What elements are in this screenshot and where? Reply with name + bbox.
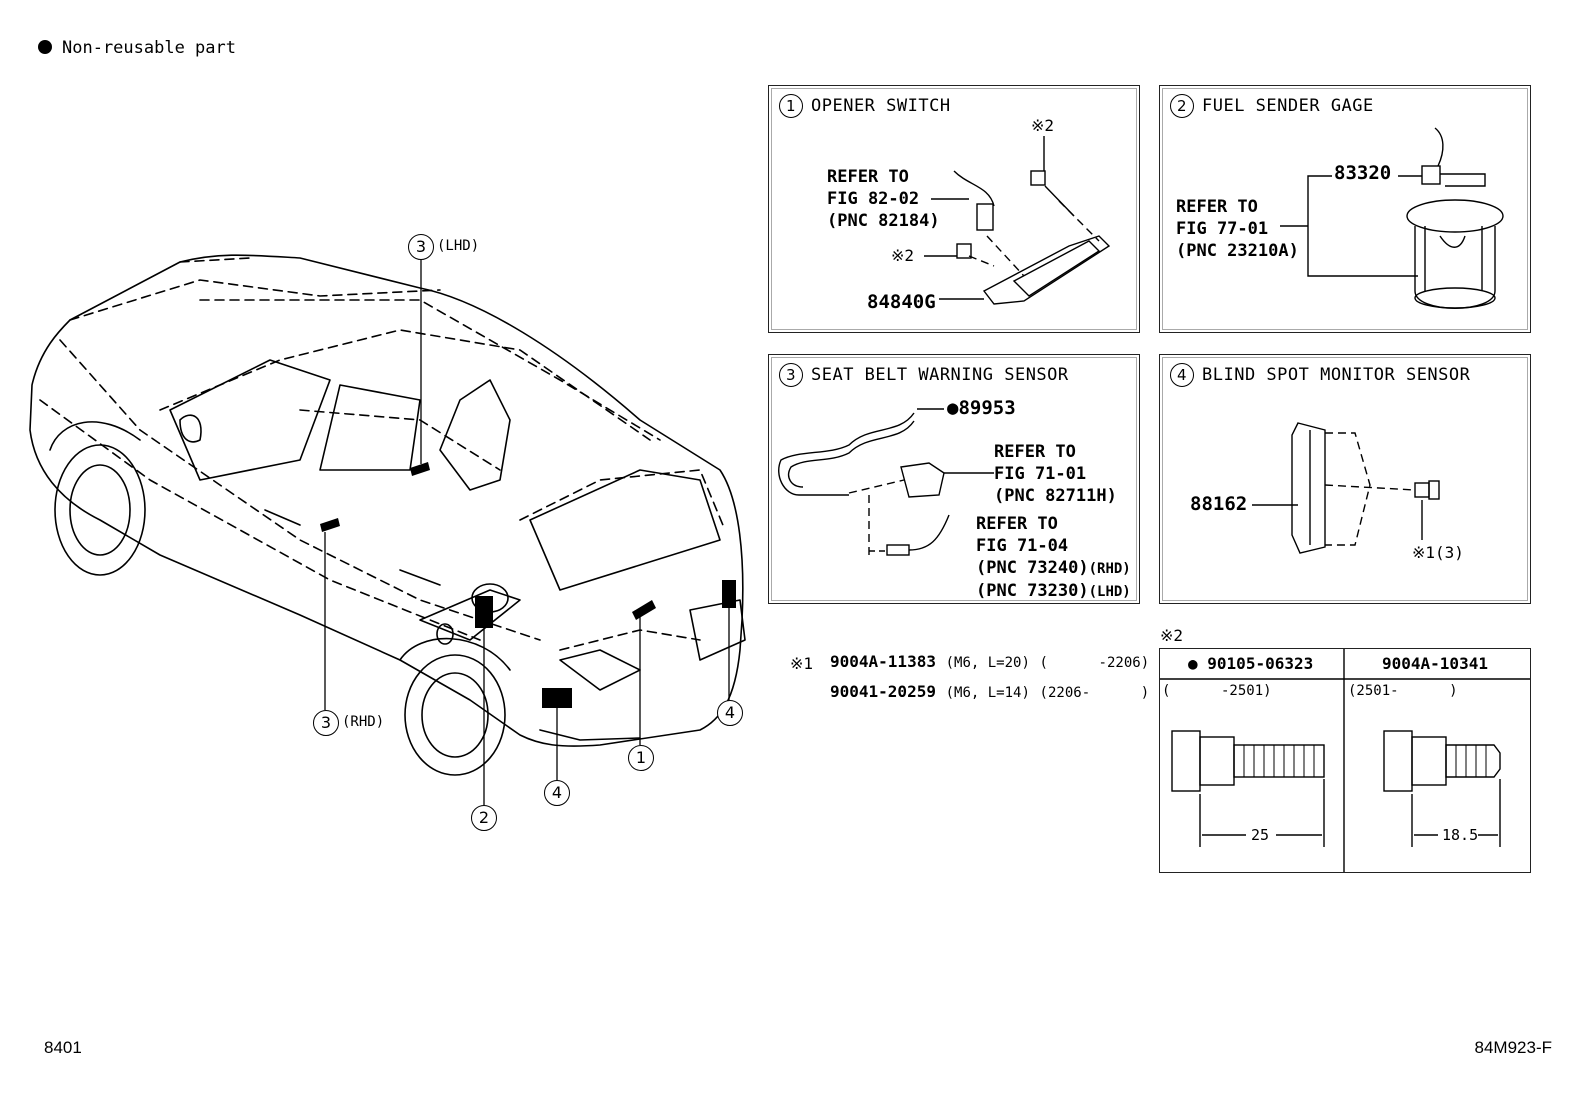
- note1-range: (2206- ): [1039, 685, 1150, 701]
- refer-line: REFER TO: [976, 514, 1058, 534]
- bolt-drawings: [1160, 649, 1530, 872]
- callout-3-lhd-tag: (LHD): [437, 238, 480, 254]
- circled-number-icon: 2: [1170, 94, 1194, 118]
- circled-number-icon: 3: [779, 363, 803, 387]
- note2-col2-range: (2501- ): [1348, 683, 1458, 699]
- footer-illustration-code: 84M923-F: [1474, 1038, 1552, 1057]
- panel-opener-switch: 1 OPENER SWITCH REFER TO FIG 82-02 (PNC 8…: [768, 85, 1140, 333]
- note1-spec: (M6, L=14): [945, 685, 1030, 701]
- rhd-tag: (RHD): [1088, 561, 1131, 577]
- refer-line: FIG 82-02: [827, 189, 920, 209]
- panel-title-text: BLIND SPOT MONITOR SENSOR: [1202, 365, 1471, 385]
- non-reusable-dot-icon: ●: [1188, 654, 1198, 673]
- seat-part-number: 89953: [958, 397, 1016, 419]
- note2-bolt-table: ● 90105-06323 9004A-10341 ( -2501) (2501…: [1159, 648, 1531, 873]
- note1-part: 90041-20259: [830, 682, 936, 701]
- circled-number-icon: 4: [1170, 363, 1194, 387]
- fuel-sender-drawing: [1280, 127, 1504, 309]
- refer-line: (PNC 73230): [976, 581, 1089, 601]
- non-reusable-dot-icon: [38, 40, 52, 54]
- refer-line: (PNC 23210A): [1176, 241, 1299, 261]
- blind-note: ※1(3): [1412, 543, 1464, 562]
- opener-switch-drawing: [924, 136, 1111, 305]
- refer-line: REFER TO: [1176, 197, 1258, 217]
- refer-line: (PNC 73240): [976, 558, 1089, 578]
- note1-row-1: 9004A-11383 (M6, L=20) ( -2206): [830, 652, 1149, 671]
- legend: Non-reusable part: [38, 38, 236, 58]
- panel-opener-title: 1 OPENER SWITCH: [779, 94, 951, 118]
- opener-note-a: ※2: [1031, 116, 1055, 135]
- circled-number-icon: 1: [779, 94, 803, 118]
- opener-refer: REFER TO FIG 82-02 (PNC 82184): [827, 166, 940, 232]
- panel-seat-belt-warning-sensor: 3 SEAT BELT WARNING SENSOR ●89953 REFER T…: [768, 354, 1140, 604]
- panel-title-text: SEAT BELT WARNING SENSOR: [811, 365, 1069, 385]
- panel-fuel-sender-gage: 2 FUEL SENDER GAGE REFER TO FIG 77-01 (PN…: [1159, 85, 1531, 333]
- seat-sensor-drawing: [778, 408, 994, 556]
- panel-title-text: OPENER SWITCH: [811, 96, 951, 116]
- note1-mark: ※1: [790, 654, 814, 673]
- seat-refer-1: REFER TO FIG 71-01 (PNC 82711H): [994, 441, 1117, 507]
- note2-col1-header: ● 90105-06323: [1188, 654, 1313, 673]
- note2-col1-dim: 25: [1251, 826, 1270, 844]
- note2-col2-part: 9004A-10341: [1382, 654, 1488, 673]
- callout-3-rhd: 3: [313, 710, 339, 736]
- seat-refer-2: REFER TO FIG 71-04 (PNC 73240)(RHD) (PNC…: [976, 513, 1131, 603]
- note2-col2-dim: 18.5: [1442, 826, 1479, 844]
- callout-1: 1: [628, 745, 654, 771]
- non-reusable-dot-icon: ●: [947, 397, 959, 419]
- blind-part-number: 88162: [1190, 493, 1248, 515]
- callout-3-lhd: 3: [408, 234, 434, 260]
- note1-part: 9004A-11383: [830, 652, 936, 671]
- refer-line: REFER TO: [827, 167, 909, 187]
- callout-4-left: 4: [544, 780, 570, 806]
- note2-mark: ※2: [1160, 626, 1184, 645]
- seat-part: ●89953: [947, 397, 1016, 419]
- callout-2: 2: [471, 805, 497, 831]
- refer-line: REFER TO: [994, 442, 1076, 462]
- note2-col1-range: ( -2501): [1162, 683, 1272, 699]
- callout-3-rhd-tag: (RHD): [342, 714, 385, 730]
- refer-line: (PNC 82711H): [994, 486, 1117, 506]
- fuel-refer: REFER TO FIG 77-01 (PNC 23210A): [1176, 196, 1299, 262]
- note1-range: ( -2206): [1039, 655, 1150, 671]
- refer-line: FIG 71-04: [976, 536, 1069, 556]
- panel-blind-title: 4 BLIND SPOT MONITOR SENSOR: [1170, 363, 1470, 387]
- panel-fuel-title: 2 FUEL SENDER GAGE: [1170, 94, 1374, 118]
- opener-part-number: 84840G: [867, 291, 936, 313]
- footer-figure-number: 8401: [44, 1038, 82, 1057]
- refer-line: FIG 77-01: [1176, 219, 1269, 239]
- note1-spec: (M6, L=20): [945, 655, 1030, 671]
- fuel-part-number: 83320: [1334, 162, 1392, 184]
- panel-seat-title: 3 SEAT BELT WARNING SENSOR: [779, 363, 1069, 387]
- lhd-tag: (LHD): [1088, 584, 1131, 600]
- refer-line: FIG 71-01: [994, 464, 1087, 484]
- callout-4-right: 4: [717, 700, 743, 726]
- note2-col1-part: 90105-06323: [1207, 654, 1314, 673]
- legend-text: Non-reusable part: [62, 38, 236, 58]
- refer-line: (PNC 82184): [827, 211, 940, 231]
- panel-title-text: FUEL SENDER GAGE: [1202, 96, 1374, 116]
- opener-note-b: ※2: [891, 246, 915, 265]
- panel-blind-spot-monitor-sensor: 4 BLIND SPOT MONITOR SENSOR 88162 ※1(3): [1159, 354, 1531, 604]
- note1-row-2: 90041-20259 (M6, L=14) (2206- ): [830, 682, 1149, 701]
- blind-sensor-drawing: [1252, 422, 1440, 554]
